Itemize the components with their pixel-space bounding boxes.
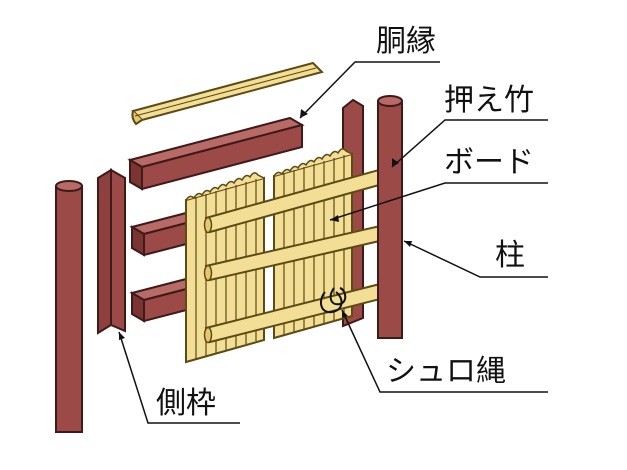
cap-strip xyxy=(131,61,324,126)
palm-rope-knot xyxy=(319,287,347,314)
label-gawawaku: 側枠 xyxy=(156,386,216,421)
arrowhead-doubuchi xyxy=(300,109,308,118)
label-board: ボード xyxy=(444,145,534,180)
label-hashira: 柱 xyxy=(495,238,525,273)
label-osaedake: 押え竹 xyxy=(444,83,534,118)
arrowhead-gawawaku xyxy=(119,332,125,340)
callout-line-hashira xyxy=(403,240,548,278)
callout-line-board xyxy=(329,182,548,221)
label-shuronawa: シュロ縄 xyxy=(386,354,506,389)
rail-top xyxy=(127,116,305,191)
callout-lines xyxy=(118,61,548,424)
callout-line-gawawaku xyxy=(118,331,240,424)
label-doubuchi: 胴縁 xyxy=(376,24,436,59)
arrowhead-osaedake xyxy=(392,158,399,167)
arrowhead-board xyxy=(330,215,339,222)
left-post xyxy=(55,180,83,433)
callout-line-osaedake xyxy=(391,119,548,168)
arrowhead-shuronawa xyxy=(342,310,348,318)
right-post xyxy=(377,95,403,339)
side-frame xyxy=(97,168,126,335)
callout-line-shuronawa xyxy=(341,309,548,393)
arrowhead-hashira xyxy=(404,241,412,247)
callout-line-doubuchi xyxy=(299,61,440,119)
